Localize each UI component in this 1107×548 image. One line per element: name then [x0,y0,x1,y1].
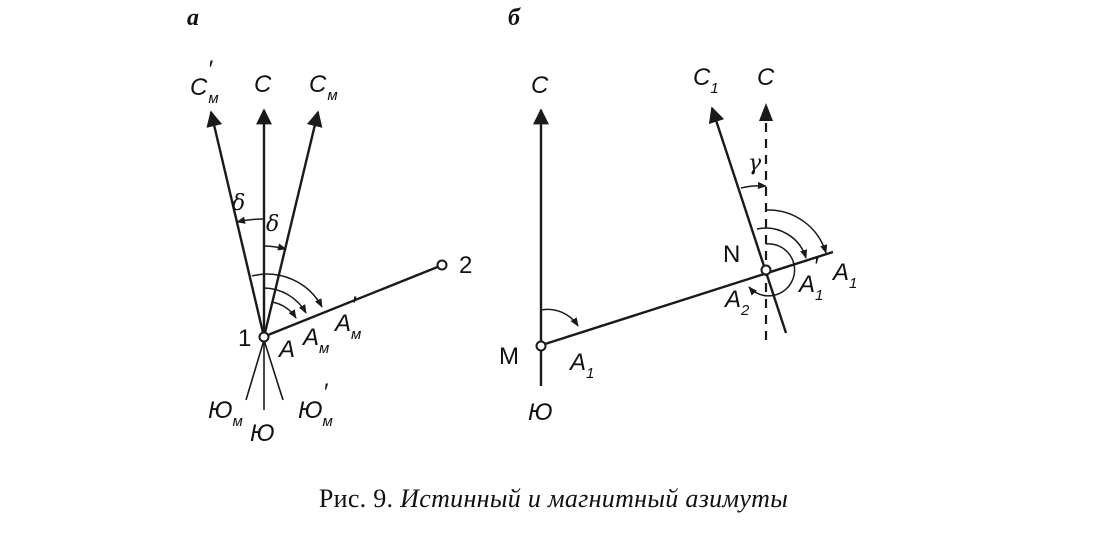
magnetic-meridian-south [245,339,265,401]
azimuth-arc-a1-n [765,209,828,254]
line-1-2 [267,264,441,337]
panel-label-b: б [508,5,521,31]
delta-arc-2 [263,243,287,251]
label-point-n: N [723,241,740,268]
label-c-parallel: С [757,64,775,91]
panel-label-a: а [187,5,199,31]
label-az-magnetic-prime: Aм′ [333,292,361,343]
label-south-magnetic: Юм [208,397,243,430]
label-c-true: С [254,71,272,98]
left-panel: См′ С См δ δ 1 2 A Aм Aм′ Юм Ю Юм′ [190,56,472,447]
point-n [760,264,772,276]
label-south-m: Ю [528,399,553,426]
azimuth-arc-a2 [748,243,796,297]
parallel-meridian-arrowhead [759,103,773,121]
point-1 [258,331,270,343]
caption-title: Истинный и магнитный азимуты [400,484,789,513]
label-south-true: Ю [250,420,275,447]
label-az-magnetic: Aм [301,324,329,357]
label-south-magnetic-prime: Юм′ [298,379,333,430]
label-point-m: M [499,343,519,370]
label-delta-1: δ [232,191,245,216]
label-delta-2: δ [266,212,279,237]
gamma-arc [740,181,767,190]
azimuth-arc-a1-m [540,308,579,327]
label-north-m: С [531,72,549,99]
label-az-a1-m: A1 [568,349,594,382]
label-az-a2: A2 [723,286,750,319]
magnetic-meridian-west-south [263,339,284,401]
magnetic-meridian-west-arrow [206,110,266,338]
azimuth-arc-a1-prime [756,227,808,259]
label-az-a1-n: A1 [831,259,857,292]
azimuth-arc-magnetic [263,287,307,314]
line-m-n [544,250,834,346]
label-point-2: 2 [459,252,472,279]
point-2 [436,259,448,271]
label-gamma: γ [748,151,762,176]
label-c1: С1 [693,64,719,97]
caption-prefix: Рис. 9. [318,484,394,513]
label-point-1: 1 [238,325,251,352]
label-cm: См [309,71,338,104]
azimuth-arc-magnetic-2 [271,301,297,319]
right-panel: С Ю С1 С γ M N A1 A2 A1′ A1 [499,64,857,426]
meridian-c1-arrow [708,106,788,334]
label-az-a1-prime: A1′ [797,253,823,304]
point-m [535,340,547,352]
figure-caption: Рис. 9. Истинный и магнитный азимуты [0,484,1107,514]
label-cm-prime: См′ [190,56,219,107]
label-az-true: A [277,336,295,363]
azimuth-arc-true [251,273,323,308]
delta-arc-1 [236,216,265,224]
magnetic-meridian-arrow [262,110,323,338]
